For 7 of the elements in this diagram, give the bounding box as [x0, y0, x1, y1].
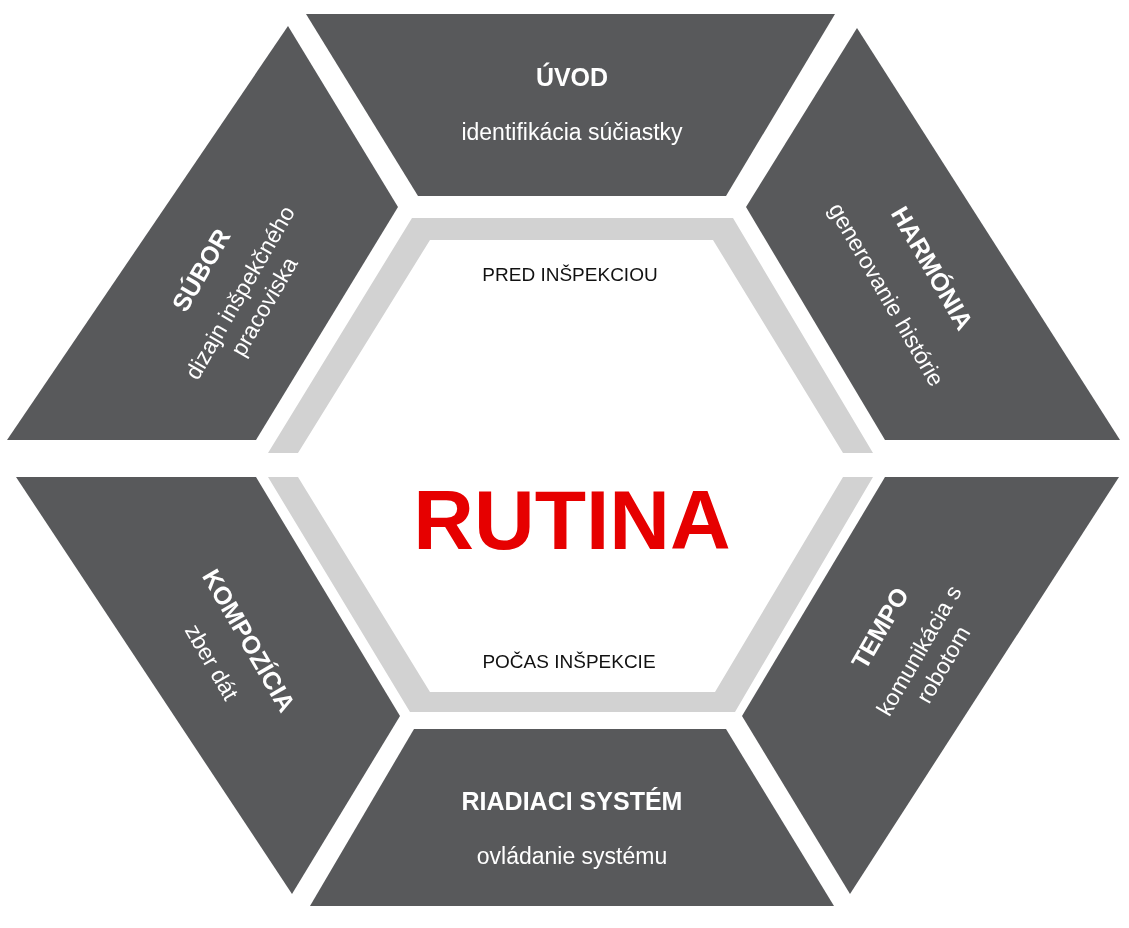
segment-description: ovládanie systému [476, 842, 668, 870]
phase-label: POČAS INŠPEKCIE [482, 649, 656, 673]
segment-title: ÚVOD [535, 62, 609, 92]
segment-title: RIADIACI SYSTÉM [461, 786, 683, 816]
phase-label: PRED INŠPEKCIOU [482, 262, 658, 286]
center-title: RUTINA [413, 475, 731, 565]
segment-description: identifikácia súčiastky [461, 118, 683, 146]
